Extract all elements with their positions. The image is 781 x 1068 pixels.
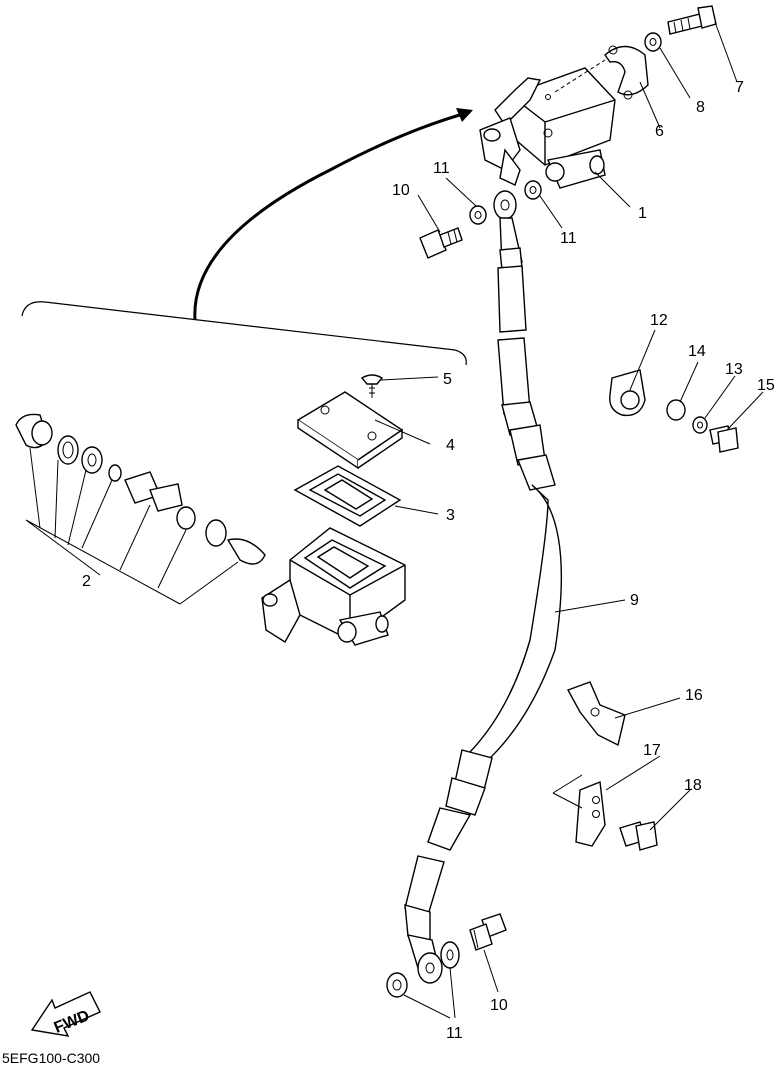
brake-hose xyxy=(404,190,562,984)
union-bolt-top xyxy=(419,227,463,259)
callout-12: 12 xyxy=(650,312,668,329)
callout-leaders xyxy=(374,21,764,1019)
callout-7: 7 xyxy=(735,79,744,96)
hose-clamp-set xyxy=(609,369,739,453)
union-bolt-bottom xyxy=(469,913,507,951)
callout-labels: 1 2 3 4 5 6 7 8 9 10 10 11 11 11 12 13 1… xyxy=(82,79,775,1042)
callout-17: 17 xyxy=(643,742,661,759)
callout-6: 6 xyxy=(655,123,664,140)
hose-guide-brackets xyxy=(552,681,658,851)
fwd-arrow: FWD xyxy=(30,991,101,1037)
callout-10-top: 10 xyxy=(392,182,410,199)
callout-11-bottom: 11 xyxy=(446,1025,463,1042)
callout-1: 1 xyxy=(638,205,647,222)
callout-18: 18 xyxy=(684,777,702,794)
diagram-code: 5EFG100-C300 xyxy=(2,1050,100,1066)
callout-2: 2 xyxy=(82,573,91,590)
copper-washer-top-left xyxy=(469,205,487,225)
copper-washer-bottom-right xyxy=(440,941,460,969)
callout-16: 16 xyxy=(685,687,703,704)
callout-14: 14 xyxy=(688,343,706,360)
callout-5: 5 xyxy=(443,371,452,388)
master-cylinder-exploded xyxy=(15,108,473,646)
washer-8 xyxy=(644,32,662,52)
callout-10-bottom: 10 xyxy=(490,997,508,1014)
callout-11-top-right: 11 xyxy=(560,230,577,247)
callout-11-top-left: 11 xyxy=(433,160,450,177)
bolt-7 xyxy=(667,5,717,35)
copper-washer-bottom-left xyxy=(386,972,408,998)
callout-4: 4 xyxy=(446,437,455,454)
copper-washer-top-right xyxy=(524,180,542,200)
callout-15: 15 xyxy=(757,377,775,394)
callout-3: 3 xyxy=(446,507,455,524)
master-cylinder-assembly xyxy=(479,59,616,189)
callout-9: 9 xyxy=(630,592,639,609)
callout-13: 13 xyxy=(725,361,743,378)
handlebar-clamp xyxy=(604,45,649,100)
callout-8: 8 xyxy=(696,99,705,116)
